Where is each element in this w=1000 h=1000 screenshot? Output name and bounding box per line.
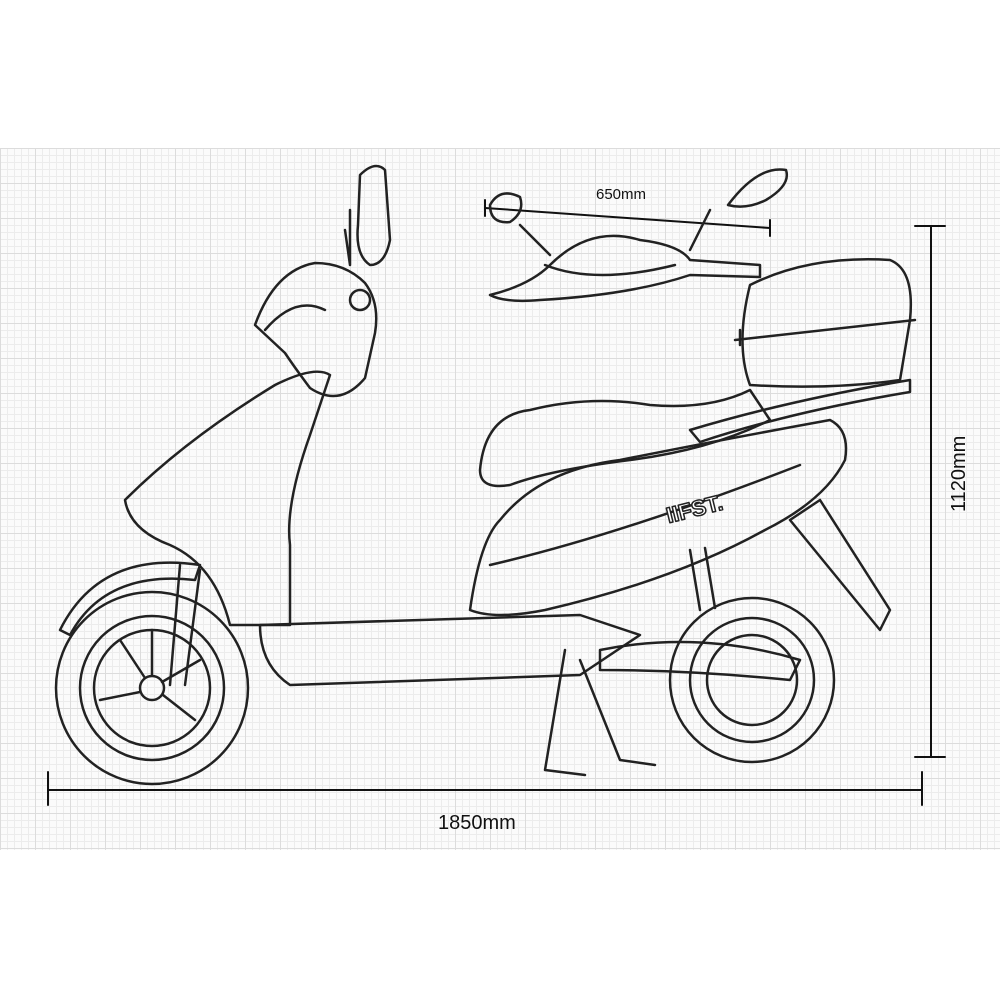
- height-label: 1120mm: [948, 435, 970, 512]
- swingarm: [598, 640, 802, 682]
- rear-shock: [688, 546, 717, 612]
- steering-column: [253, 261, 378, 398]
- top-case: [741, 258, 912, 388]
- front-fender: [58, 561, 202, 637]
- handlebar-width-line: [484, 199, 771, 237]
- handlebar-top-view: [488, 168, 789, 303]
- height-dimension-line: [914, 225, 946, 758]
- graph-paper-background: [0, 148, 1000, 850]
- brand-logo: IIFST.: [664, 490, 726, 528]
- rear-body: [468, 418, 848, 617]
- center-stand: [543, 648, 657, 777]
- rear-fender: [788, 498, 892, 632]
- front-body: [123, 370, 332, 627]
- seat: [478, 388, 772, 488]
- length-dimension-line: [47, 771, 923, 806]
- length-label: 1850mm: [438, 812, 516, 834]
- front-wheel: [54, 590, 250, 786]
- side-mirror: [343, 164, 392, 267]
- rear-wheel: [668, 596, 836, 764]
- floorboard: [258, 613, 642, 687]
- rear-rack: [688, 378, 912, 444]
- handlebar-width-label: 650mm: [596, 186, 647, 203]
